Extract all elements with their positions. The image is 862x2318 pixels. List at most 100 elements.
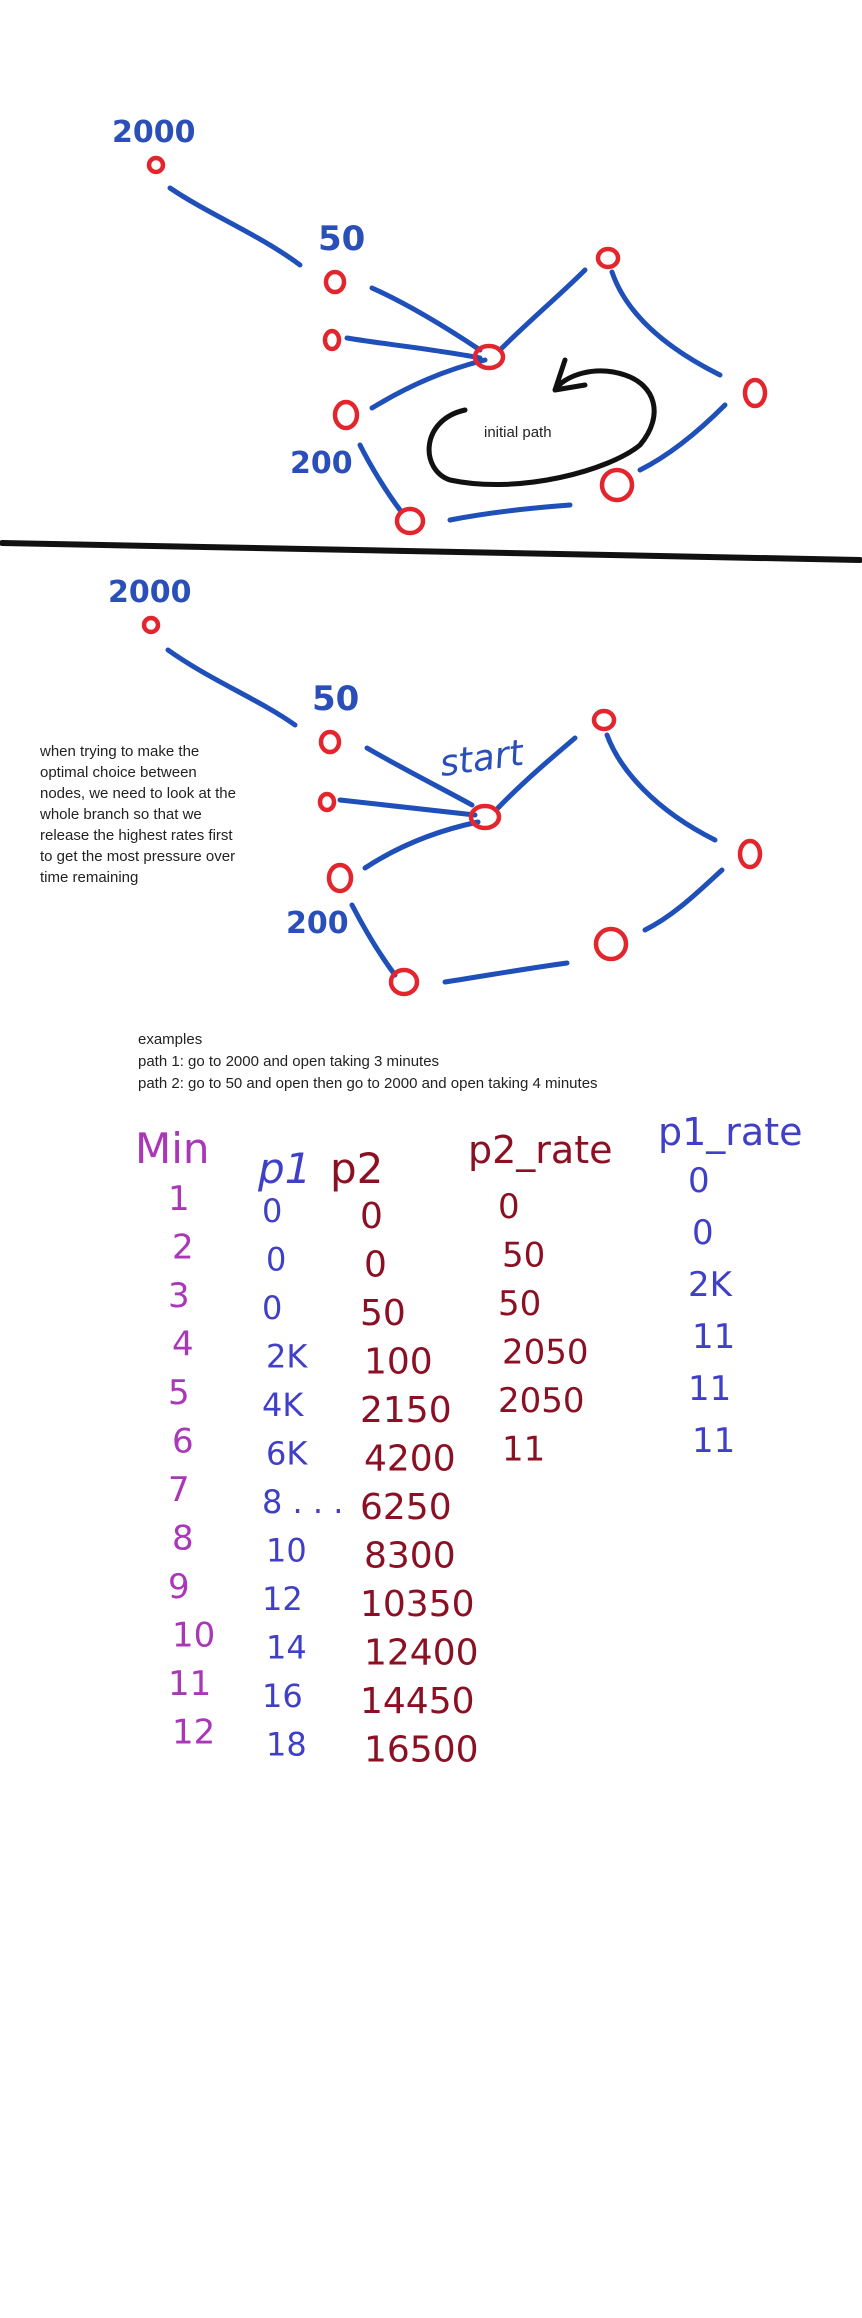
edge [447, 502, 573, 523]
edge [497, 267, 588, 353]
diagram-1: 2000 50 200 initial path [112, 115, 768, 536]
edge [369, 357, 488, 411]
p1-cell: 8 . . . [262, 1483, 343, 1521]
node-label-50: 50 [312, 679, 359, 719]
examples-heading: examples [138, 1031, 202, 1048]
node [388, 967, 420, 997]
min-cell: 2 [172, 1228, 194, 1268]
side-note-line: nodes, we need to look at the [40, 785, 236, 802]
edge [369, 285, 483, 353]
p2-rate-column: 0 50 50 2050 2050 11 [498, 1187, 589, 1470]
p2-cell: 10350 [360, 1584, 475, 1625]
header-min: Min [135, 1124, 210, 1173]
min-cell: 5 [168, 1373, 190, 1413]
min-cell: 9 [168, 1567, 190, 1607]
p2-cell: 4200 [364, 1439, 456, 1480]
node [318, 729, 342, 755]
edge [165, 647, 298, 728]
p2-rate-cell: 11 [502, 1430, 545, 1470]
examples-block: examples path 1: go to 2000 and open tak… [138, 1031, 598, 1092]
p2-rate-cell: 50 [502, 1236, 545, 1276]
side-note-line: to get the most pressure over [40, 848, 236, 865]
edge [604, 732, 718, 843]
min-cell: 6 [172, 1422, 194, 1462]
p1-rate-cell: 11 [692, 1317, 735, 1357]
p1-cell: 12 [262, 1580, 303, 1618]
divider-line [0, 540, 862, 563]
header-p1-rate: p1_rate [658, 1110, 803, 1154]
p1-cell: 0 [262, 1289, 282, 1327]
example-path-1: path 1: go to 2000 and open taking 3 min… [138, 1053, 439, 1070]
p1-rate-cell: 11 [692, 1421, 735, 1461]
example-path-2: path 2: go to 50 and open then go to 200… [138, 1075, 598, 1092]
header-p2-rate: p2_rate [468, 1128, 613, 1172]
node [599, 467, 635, 503]
node [593, 926, 629, 962]
p1-rate-cell: 0 [688, 1161, 710, 1201]
p1-cell: 2K [266, 1338, 308, 1376]
p2-rate-cell: 2050 [502, 1333, 589, 1373]
p2-cell: 0 [360, 1196, 383, 1237]
edge [357, 442, 403, 513]
p2-cell: 0 [364, 1245, 387, 1286]
p1-rate-cell: 0 [692, 1213, 714, 1253]
side-note-line: time remaining [40, 869, 139, 886]
node [323, 269, 347, 295]
edge [349, 902, 398, 978]
min-cell: 4 [172, 1325, 194, 1365]
min-cell: 7 [168, 1470, 190, 1510]
min-cell: 1 [168, 1179, 190, 1219]
side-note-line: release the highest rates first [40, 827, 233, 844]
p2-rate-cell: 2050 [498, 1381, 585, 1421]
node-label-50: 50 [318, 219, 365, 259]
p1-cell: 4K [262, 1386, 304, 1424]
p1-rate-cell: 2K [688, 1265, 734, 1305]
min-cell: 11 [168, 1664, 211, 1704]
edge [642, 867, 725, 933]
min-cell: 8 [172, 1519, 194, 1559]
node [394, 506, 426, 536]
p2-column: 0050100215042006250830010350124001445016… [360, 1196, 479, 1771]
p2-cell: 2150 [360, 1390, 452, 1431]
p2-rate-cell: 0 [498, 1187, 520, 1227]
edge [337, 797, 478, 818]
node [595, 246, 621, 270]
min-cell: 3 [168, 1276, 190, 1316]
min-cell: 12 [172, 1713, 215, 1753]
side-note-line: when trying to make the [40, 743, 200, 760]
node [332, 399, 360, 431]
p2-cell: 100 [364, 1342, 433, 1383]
node [737, 838, 763, 870]
node [468, 803, 502, 831]
node [322, 328, 342, 352]
node [472, 343, 506, 371]
node [146, 155, 166, 175]
p1-cell: 18 [266, 1726, 307, 1764]
diagram-2: 2000 50 200 start [108, 575, 763, 997]
node [141, 615, 161, 635]
edge [442, 960, 570, 985]
p1-cell: 0 [266, 1241, 286, 1279]
p2-rate-cell: 50 [498, 1284, 541, 1324]
node [591, 708, 617, 732]
edge [364, 745, 475, 808]
p2-cell: 8300 [364, 1536, 456, 1577]
p1-cell: 14 [266, 1629, 307, 1667]
p1-cell: 16 [262, 1677, 303, 1715]
side-note: when trying to make the optimal choice b… [40, 741, 270, 888]
edge [344, 335, 483, 361]
edge [495, 735, 578, 811]
p2-cell: 6250 [360, 1487, 452, 1528]
p1-cell: 10 [266, 1532, 307, 1570]
start-label: start [437, 732, 528, 785]
edge [609, 269, 723, 378]
header-p2: p2 [330, 1144, 383, 1193]
edge [167, 185, 303, 268]
p1-cell: 6K [266, 1435, 308, 1473]
pressure-table: Min p1 p2 p2_rate p1_rate 12345678910111… [135, 1110, 803, 1771]
node-label-200: 200 [286, 906, 349, 941]
